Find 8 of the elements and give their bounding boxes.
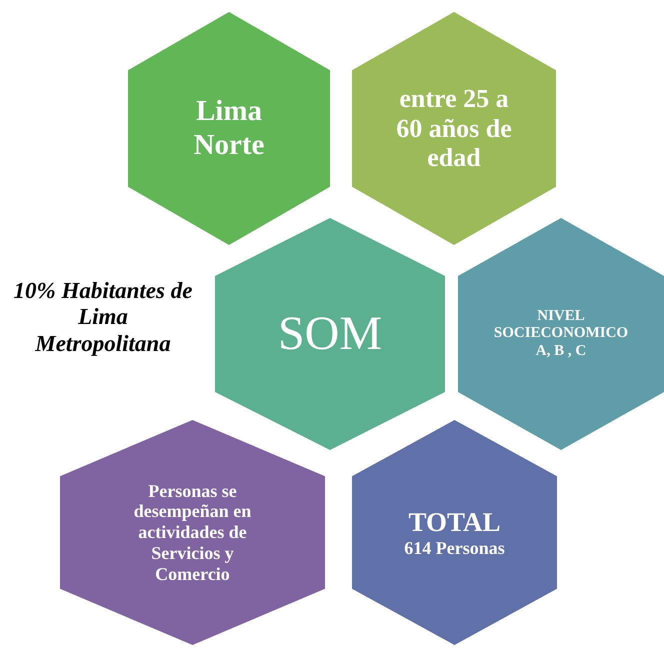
hexagon-label: NIVEL SOCIECONOMICO A, B , C: [494, 308, 628, 360]
hexagon-label: Personas se desempeñan en actividades de Servicios y Comercio: [132, 480, 252, 584]
hexagon-label: SOM: [278, 306, 382, 362]
hexagon-label: Lima Norte: [192, 95, 266, 162]
hexagon-label: 614 Personas: [404, 538, 505, 558]
hexagon-label: entre 25 a 60 años de edad: [395, 84, 513, 174]
hexagon-label: TOTAL: [408, 506, 501, 538]
side-note: 10% Habitantes de Lima Metropolitana: [12, 278, 194, 358]
